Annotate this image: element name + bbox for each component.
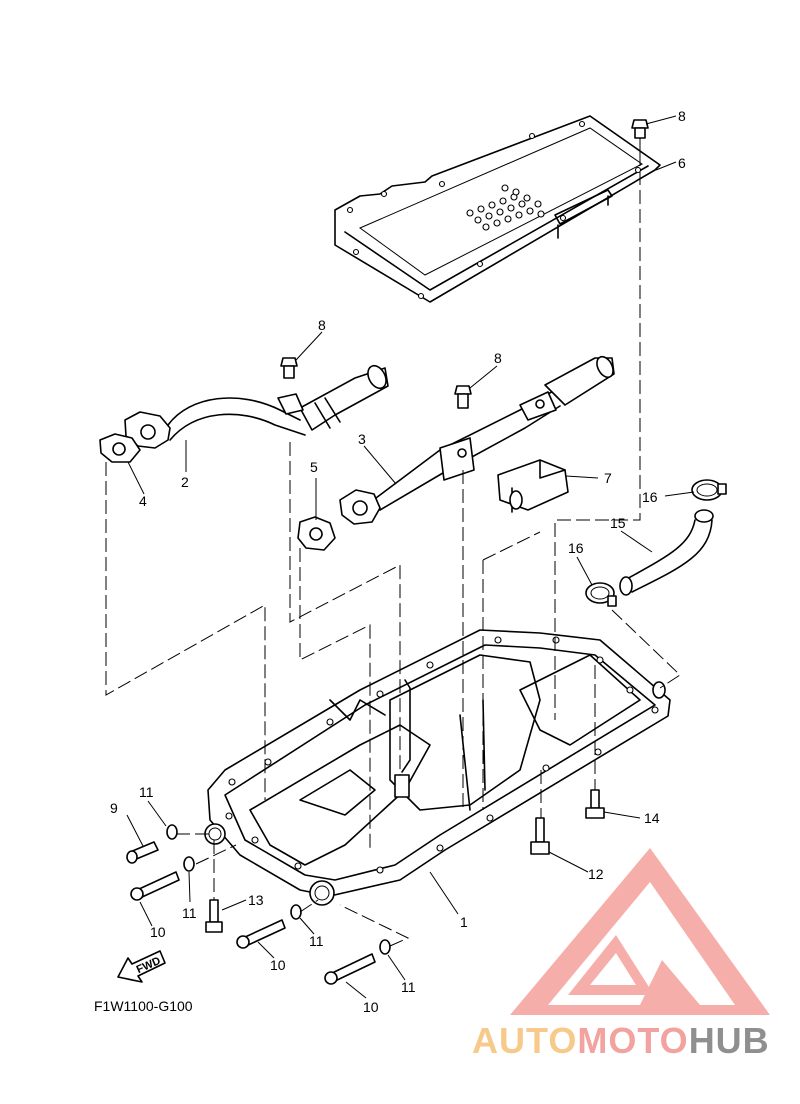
part-12-bolt bbox=[530, 817, 550, 855]
callout-13: 13 bbox=[248, 892, 264, 908]
part-3-oil-pipe bbox=[339, 355, 615, 525]
part-6-baffle-plate bbox=[334, 115, 661, 303]
part-15-hose bbox=[619, 509, 714, 596]
watermark-part-moto: MOTO bbox=[577, 1020, 689, 1061]
callout-8-left: 8 bbox=[318, 317, 326, 333]
part-11-washers bbox=[166, 824, 391, 955]
fwd-direction-arrow: FWD bbox=[117, 950, 166, 983]
part-9-bolt bbox=[126, 841, 159, 864]
callout-14: 14 bbox=[644, 810, 660, 826]
callout-15: 15 bbox=[610, 515, 626, 531]
part-10-bolt-b bbox=[236, 919, 286, 949]
callout-11-a: 11 bbox=[139, 784, 154, 800]
watermark-part-auto: AUTO bbox=[472, 1020, 578, 1061]
watermark-part-hub: HUB bbox=[688, 1020, 770, 1061]
part-8-bolt-middle bbox=[454, 385, 472, 409]
callout-16-bottom: 16 bbox=[568, 540, 584, 556]
part-10-bolt-c bbox=[324, 953, 376, 985]
part-10-bolt-a bbox=[130, 871, 180, 901]
callout-labels: 1 2 3 4 5 6 7 8 8 8 9 10 10 10 11 11 11 … bbox=[110, 108, 686, 1015]
part-8-bolt-top bbox=[631, 119, 649, 152]
part-16-clamp-bottom bbox=[585, 582, 617, 607]
callout-6: 6 bbox=[678, 155, 686, 171]
callout-2: 2 bbox=[181, 474, 189, 490]
part-2-oil-pipe bbox=[124, 364, 389, 449]
part-1-oil-pan bbox=[204, 629, 671, 906]
callout-11-b: 11 bbox=[182, 905, 197, 921]
callout-11-d: 11 bbox=[401, 979, 416, 995]
callout-12: 12 bbox=[588, 866, 604, 882]
part-16-clamp-top bbox=[691, 479, 727, 501]
callout-3: 3 bbox=[358, 431, 366, 447]
part-8-bolt-left bbox=[280, 357, 298, 379]
callout-9: 9 bbox=[110, 800, 118, 816]
part-4-gasket bbox=[99, 433, 141, 463]
fwd-label: FWD bbox=[135, 955, 163, 976]
callout-16-top: 16 bbox=[642, 489, 658, 505]
diagram-code: F1W1100-G100 bbox=[94, 998, 193, 1014]
assembly-dash-lines bbox=[105, 152, 681, 947]
watermark-logo bbox=[510, 848, 770, 1015]
callout-8-top: 8 bbox=[678, 108, 686, 124]
part-14-bolt bbox=[585, 789, 605, 819]
callout-11-c: 11 bbox=[309, 933, 324, 949]
part-5-gasket bbox=[297, 516, 336, 551]
callout-5: 5 bbox=[310, 459, 318, 475]
part-7-bracket bbox=[497, 459, 569, 513]
leader-lines bbox=[126, 115, 695, 999]
part-13-bolt bbox=[205, 899, 223, 933]
watermark-text: AUTOMOTOHUB bbox=[472, 1020, 770, 1062]
callout-1: 1 bbox=[460, 914, 468, 930]
callout-7: 7 bbox=[604, 470, 612, 486]
callout-10-c: 10 bbox=[363, 999, 379, 1015]
callout-8-middle: 8 bbox=[494, 350, 502, 366]
callout-10-a: 10 bbox=[150, 924, 166, 940]
callout-4: 4 bbox=[139, 493, 147, 509]
callout-10-b: 10 bbox=[270, 957, 286, 973]
